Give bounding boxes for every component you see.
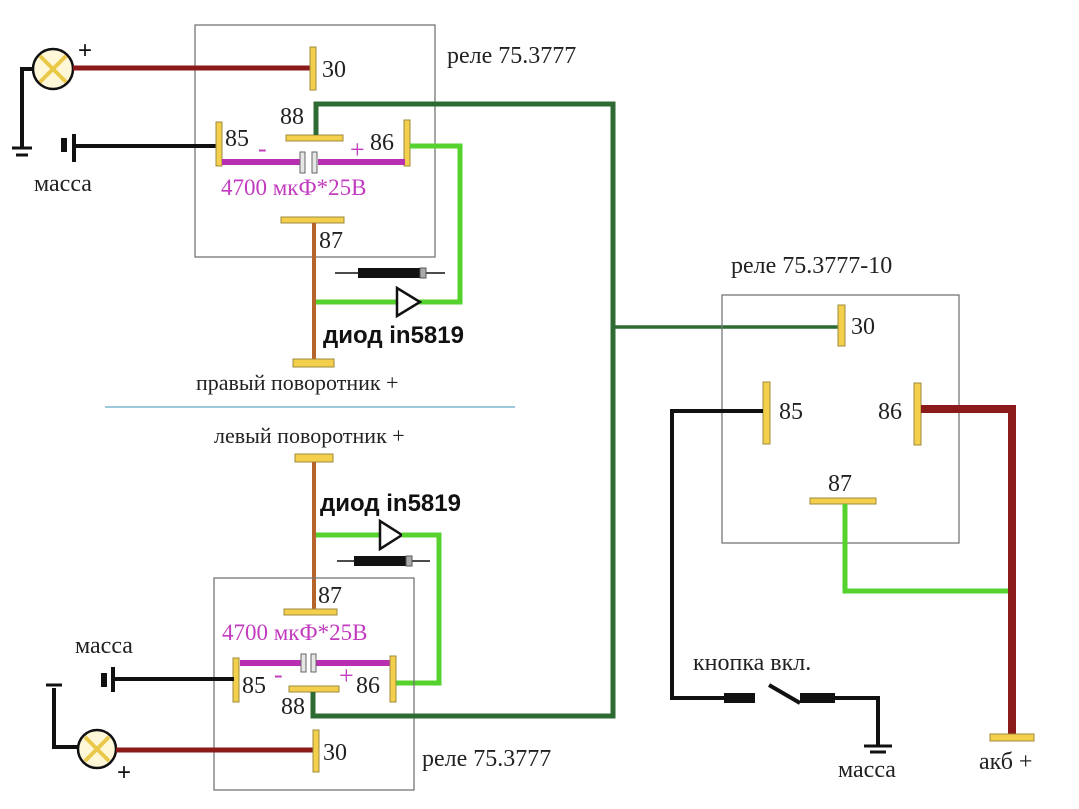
relay-bottom-body <box>213 577 415 791</box>
battery-label: акб + <box>979 749 1032 775</box>
cap-minus: - <box>258 134 267 163</box>
capacitor-icon <box>300 653 317 673</box>
ground-label: масса <box>75 633 133 659</box>
output-label-left: левый поворотник + <box>214 423 405 448</box>
pin-86 <box>389 655 397 703</box>
pin-87-label: 87 <box>319 228 343 254</box>
pin-88 <box>288 685 340 693</box>
diode-label: диод in5819 <box>320 490 461 517</box>
pin-30-label: 30 <box>851 314 875 340</box>
lamp-icon <box>76 728 118 770</box>
diode-icon <box>378 518 405 552</box>
pin-86-label: 86 <box>370 130 394 156</box>
diode-icon <box>395 285 423 319</box>
wire-green-86 <box>410 143 463 305</box>
relay-bottom: левый поворотник + диод in5819 реле 75.3… <box>46 423 551 791</box>
pin-86-label: 86 <box>356 673 380 699</box>
relay-top: реле 75.3777 + 30 масса 85 86 <box>12 24 576 395</box>
pin-88-label: 88 <box>281 694 305 720</box>
wire-green-87 <box>842 504 1012 594</box>
cap-plus: + <box>350 135 365 164</box>
ground-label: масса <box>838 757 896 783</box>
pin-30 <box>312 729 320 773</box>
pin-30-label: 30 <box>322 57 346 83</box>
wire-dark-green-bus <box>310 101 616 719</box>
pin-30 <box>837 304 846 347</box>
pin-87 <box>809 497 877 505</box>
relay-main-name: реле 75.3777-10 <box>731 253 892 279</box>
pin-88 <box>285 134 344 142</box>
cap-plus: + <box>339 661 354 690</box>
wire-green-86 <box>394 532 442 686</box>
wire-red-86 <box>921 405 1016 735</box>
pin-30-label: 30 <box>323 740 347 766</box>
wire-black-85 <box>670 409 763 700</box>
pin-86 <box>403 119 411 167</box>
diode-label: диод in5819 <box>323 322 464 349</box>
button-label: кнопка вкл. <box>693 650 811 676</box>
capacitor-label: 4700 мкФ*25В <box>221 175 367 200</box>
wire-black-ground <box>835 696 880 745</box>
pin-87-label: 87 <box>318 583 342 609</box>
relay-top-name: реле 75.3777 <box>447 43 576 69</box>
ground-icon <box>12 146 32 157</box>
battery-terminal <box>989 733 1035 742</box>
switch-icon[interactable] <box>724 683 835 705</box>
pin-88-label: 88 <box>280 104 304 130</box>
pin-86-label: 86 <box>878 399 902 425</box>
diode-part-icon <box>335 267 445 279</box>
ground-terminal-icon <box>101 667 115 692</box>
diode-part-icon <box>337 555 430 567</box>
ground-label: масса <box>34 171 92 197</box>
pin-85-label: 85 <box>225 126 249 152</box>
relay-main: реле 75.3777-10 30 85 86 87 акб + кнопка… <box>670 253 1035 783</box>
pin-85-label: 85 <box>242 673 266 699</box>
capacitor-icon <box>299 151 318 174</box>
lamp-bottom-plus: + <box>117 759 131 786</box>
relay-bottom-name: реле 75.3777 <box>422 746 551 772</box>
pin-30 <box>309 46 317 91</box>
relay-main-body <box>721 294 960 544</box>
pin-87 <box>283 608 338 616</box>
cap-minus: - <box>274 660 283 689</box>
pin-85 <box>762 381 771 445</box>
wire-lamp-ground <box>52 688 77 749</box>
lamp-icon <box>31 47 75 91</box>
pin-87 <box>280 216 345 224</box>
ground-terminal-icon <box>61 134 76 162</box>
wire-lamp-ground <box>20 67 33 148</box>
capacitor-label: 4700 мкФ*25В <box>222 620 368 645</box>
output-label-right: правый поворотник + <box>196 370 398 395</box>
pin-86 <box>913 382 922 446</box>
pin-85-label: 85 <box>779 399 803 425</box>
ground-icon <box>864 744 892 754</box>
lamp-top-plus: + <box>78 37 92 64</box>
pin-87-label: 87 <box>828 471 852 497</box>
output-terminal <box>292 358 335 368</box>
pin-85 <box>215 121 223 167</box>
output-terminal <box>294 453 334 463</box>
